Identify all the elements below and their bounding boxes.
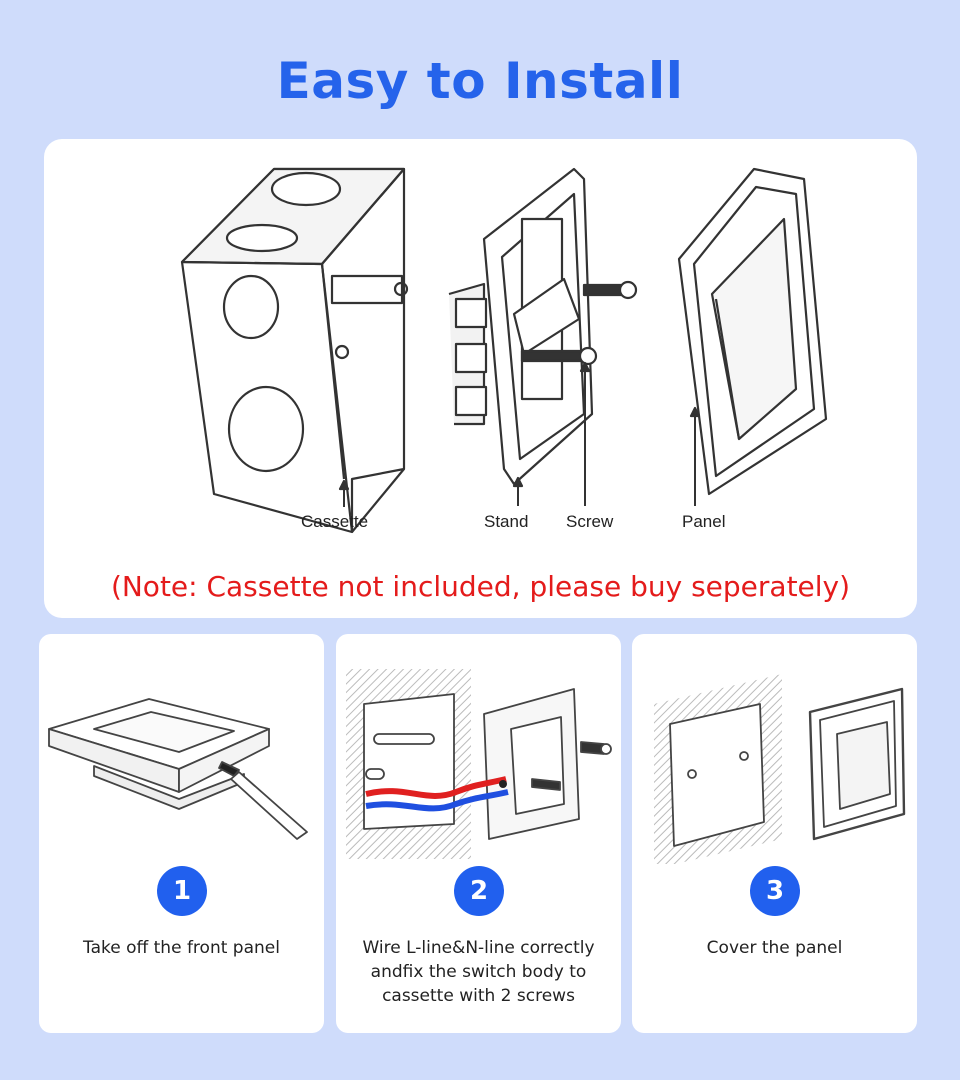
exploded-diagram-card: Cassette Stand Screw Panel (Note: Casset… — [44, 139, 917, 618]
screw-label: Screw — [566, 512, 614, 531]
screw-illustration — [520, 280, 638, 506]
step-3-badge: 3 — [750, 866, 800, 916]
step-card-2: 2 Wire L-line&N-line correctly andfix th… — [336, 634, 621, 1033]
step-1-badge: 1 — [157, 866, 207, 916]
note-text: (Note: Cassette not included, please buy… — [110, 570, 851, 603]
step-card-1: 1 Take off the front panel — [39, 634, 324, 1033]
wiring-illustration — [346, 669, 612, 859]
cassette-label: Cassette — [301, 512, 369, 531]
step-card-3: 3 Cover the panel — [632, 634, 917, 1033]
step-2-badge: 2 — [454, 866, 504, 916]
step-2-text: Wire L-line&N-line correctly andfix the … — [362, 938, 595, 1006]
step-3-text: Cover the panel — [706, 938, 843, 958]
stand-label: Stand — [484, 512, 529, 531]
remove-panel-illustration — [48, 698, 308, 840]
page-title: Easy to Install — [276, 52, 684, 110]
stand-illustration — [448, 167, 594, 506]
step-1-text: Take off the front panel — [83, 938, 280, 958]
panel-label: Panel — [682, 512, 726, 531]
cassette-illustration — [180, 167, 409, 534]
panel-illustration — [677, 167, 828, 506]
cover-panel-illustration — [654, 674, 906, 864]
exploded-switch-diagram — [180, 167, 828, 534]
